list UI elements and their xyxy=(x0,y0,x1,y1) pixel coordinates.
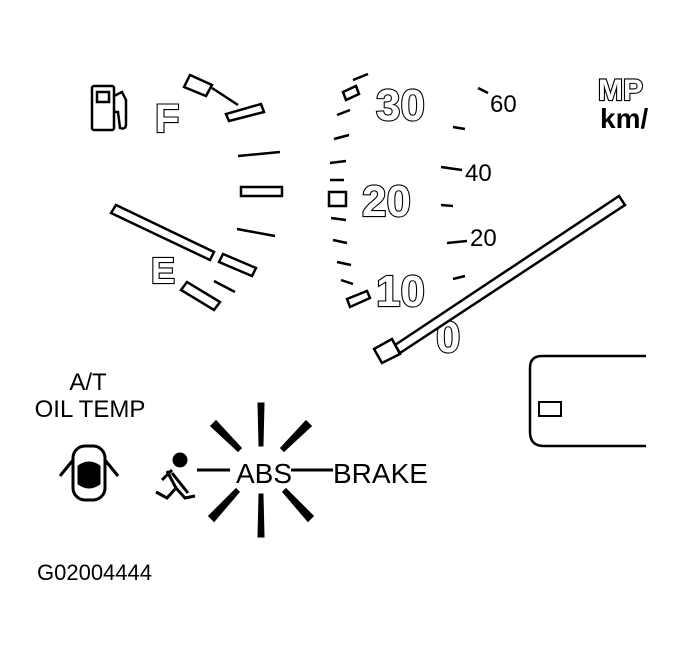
speedometer: 30 20 10 0 60 40 20 MP km/ xyxy=(327,72,648,365)
fuel-gauge: F E xyxy=(90,73,284,312)
abs-flash-rays xyxy=(207,402,315,538)
mph-label-10: 10 xyxy=(376,267,425,316)
fuel-tick-marks xyxy=(179,73,284,312)
warning-lamps: A/T OIL TEMP ABS BRAKE xyxy=(35,369,428,538)
oil-temp-label-line2: OIL TEMP xyxy=(35,396,146,423)
speedometer-needle xyxy=(372,194,627,365)
kmh-tick-marks xyxy=(440,86,489,281)
mph-label-20: 20 xyxy=(362,177,411,226)
kmh-label-20: 20 xyxy=(470,225,497,252)
brake-warning-label: BRAKE xyxy=(333,458,428,489)
mph-label-30: 30 xyxy=(376,81,425,130)
odometer-display xyxy=(528,354,646,448)
door-ajar-icon xyxy=(58,444,120,502)
figure-id: G02004444 xyxy=(37,560,152,585)
fuel-needle xyxy=(109,203,216,262)
speedometer-tick-marks xyxy=(327,72,372,309)
unit-label-mph: MP xyxy=(598,74,643,107)
abs-warning-label: ABS xyxy=(236,458,292,489)
odometer-indicator xyxy=(538,401,562,417)
seat-belt-icon xyxy=(155,452,196,500)
fuel-pump-icon xyxy=(90,84,128,132)
kmh-label-60: 60 xyxy=(490,91,517,118)
fuel-full-label: F xyxy=(155,97,179,141)
fuel-empty-label: E xyxy=(151,250,175,291)
oil-temp-label-line1: A/T xyxy=(69,369,107,396)
unit-label-kmh: km/ xyxy=(600,103,648,134)
kmh-label-40: 40 xyxy=(465,160,492,187)
